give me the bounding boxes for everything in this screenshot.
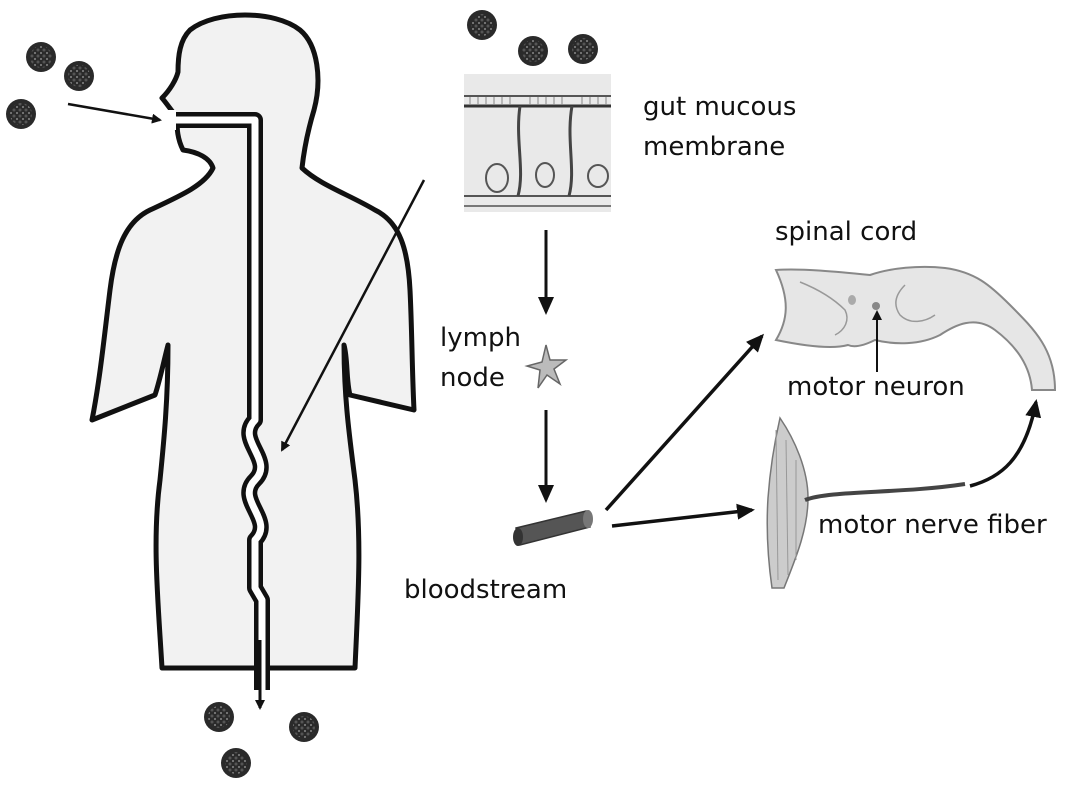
- ingestion-arrow: [67, 102, 162, 124]
- blood-to-spinal-cord-arrow: [604, 333, 765, 512]
- lymph-node-illustration: [524, 344, 569, 389]
- motor-nerve-fiber-line: [804, 482, 966, 502]
- digestive-tract-lumen: [168, 116, 266, 690]
- motor-neuron-label: motor neuron: [787, 372, 965, 402]
- gut-mucous-membrane-illustration: [464, 74, 611, 212]
- lymph-label-line-1: lymph: [440, 323, 521, 353]
- muscle-fiber-illustration: [766, 416, 809, 589]
- mouth-opening: [162, 110, 176, 130]
- virus-particles: [6, 10, 598, 778]
- spinal-cord-illustration: [774, 265, 1057, 391]
- blood-vessel-illustration: [513, 510, 593, 546]
- blood-to-nerve-fiber-arrow: [611, 503, 755, 528]
- intestine-pointer-arrow: [280, 179, 426, 452]
- spinal-cord-label: spinal cord: [775, 217, 918, 247]
- lymph-node-label: lymph node: [440, 318, 521, 398]
- motor-nerve-fiber-label: motor nerve fiber: [818, 510, 1047, 540]
- gut-label-line-2: membrane: [643, 132, 786, 162]
- bloodstream-label: bloodstream: [404, 575, 568, 605]
- nerve-to-spinal-cord-arrow: [969, 399, 1042, 488]
- lymph-label-line-2: node: [440, 363, 505, 393]
- gut-mucous-membrane-label: gut mucous membrane: [643, 87, 796, 167]
- gut-label-line-1: gut mucous: [643, 92, 797, 122]
